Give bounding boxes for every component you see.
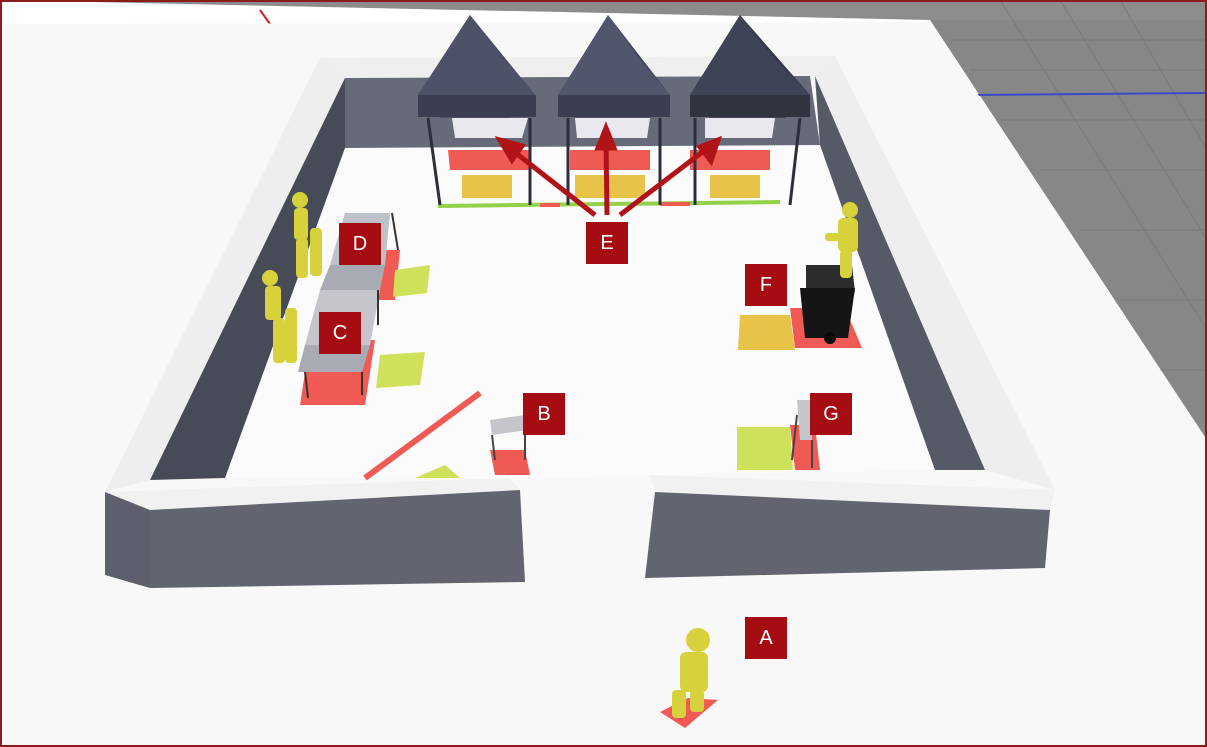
label-a: A xyxy=(745,617,787,659)
marker-lime-c xyxy=(376,352,425,388)
label-d: D xyxy=(339,223,381,265)
marker-yellow-f xyxy=(738,315,795,350)
label-c: C xyxy=(319,312,361,354)
label-f: F xyxy=(745,264,787,306)
marker-lime-d xyxy=(393,265,430,297)
label-e: E xyxy=(586,222,628,264)
label-b: B xyxy=(523,393,565,435)
label-g: G xyxy=(810,393,852,435)
marker-lime-g xyxy=(737,427,793,470)
